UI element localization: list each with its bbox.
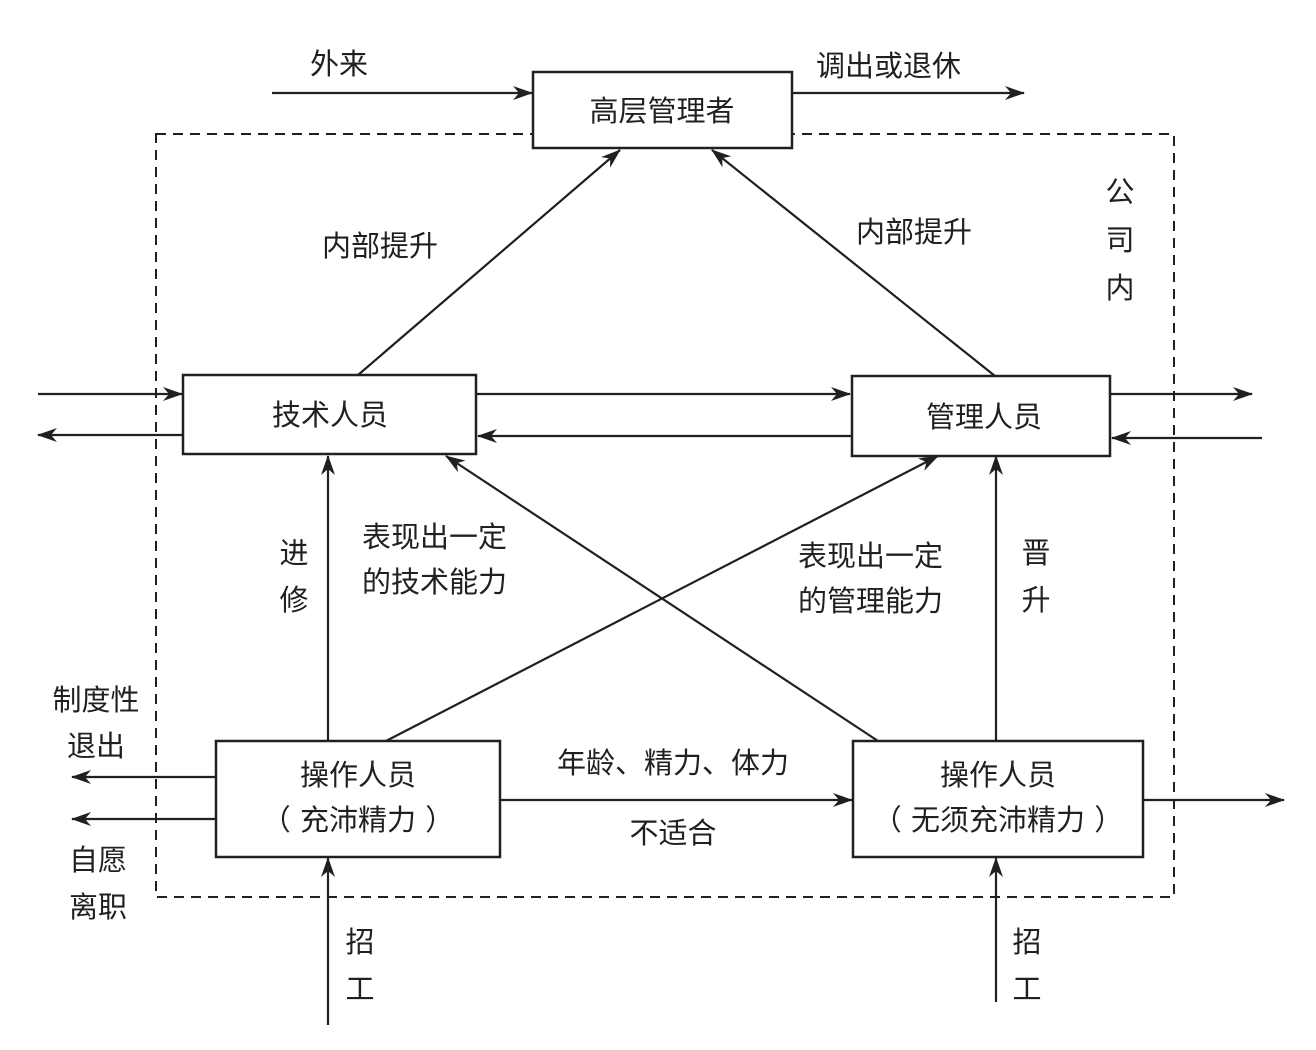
senior-managers-label: 高层管理者 [589,94,734,128]
technical-staff-label: 技术人员 [272,398,388,432]
voluntary-leave-label-1: 自愿 [69,843,127,877]
operators-non-energetic-label-line2: （ 无须充沛精力 ） [873,803,1123,837]
non-energetic-to-tech-arrow [445,455,879,742]
further-study-label-1: 进 [279,536,308,570]
management-staff-label: 管理人员 [926,400,1042,434]
tech-to-senior-arrow [357,149,621,376]
transfer-out-label: 调出或退休 [816,49,961,83]
tech-ability-label-1: 表现出一定 [362,520,507,554]
technical-staff-node: 技术人员 [181,373,478,456]
tech-ability-label-2: 的技术能力 [362,565,507,599]
recruit-left-label-1: 招 [345,925,374,959]
mgmt-promotion-label: 内部提升 [856,215,972,249]
promotion-label-2: 升 [1021,583,1050,617]
recruit-right-label-2: 工 [1012,972,1041,1006]
institutional-exit-label-2: 退出 [67,729,125,763]
institutional-exit-label-1: 制度性 [52,683,139,717]
recruit-right-label-1: 招 [1012,925,1041,959]
mgmt-to-senior-arrow [711,149,996,377]
mgmt-ability-label-1: 表现出一定 [798,539,943,573]
further-study-label-2: 修 [279,583,308,617]
unfit-label-top: 年龄、精力、体力 [557,746,789,780]
external-in-label: 外来 [310,47,368,81]
recruit-left-label-2: 工 [345,972,374,1006]
boundary-label-char-3: 内 [1105,271,1134,305]
operators-energetic-label-line1: 操作人员 [300,758,416,792]
tech-promotion-label: 内部提升 [322,229,438,263]
mgmt-ability-label-2: 的管理能力 [798,584,943,618]
voluntary-leave-label-2: 离职 [69,890,127,924]
company-boundary [155,133,1175,898]
operators-non-energetic-label-line1: 操作人员 [940,758,1056,792]
boundary-label-char-1: 公 [1105,175,1134,209]
senior-managers-node: 高层管理者 [531,70,794,150]
operators-energetic-node: 操作人员 （ 充沛精力 ） [214,739,502,859]
management-staff-node: 管理人员 [850,374,1112,458]
unfit-label-bottom: 不适合 [629,816,716,850]
boundary-label-char-2: 司 [1105,223,1134,257]
promotion-label-1: 晋 [1021,536,1050,570]
operators-energetic-label-line2: （ 充沛精力 ） [262,803,454,837]
operators-non-energetic-node: 操作人员 （ 无须充沛精力 ） [851,739,1145,859]
